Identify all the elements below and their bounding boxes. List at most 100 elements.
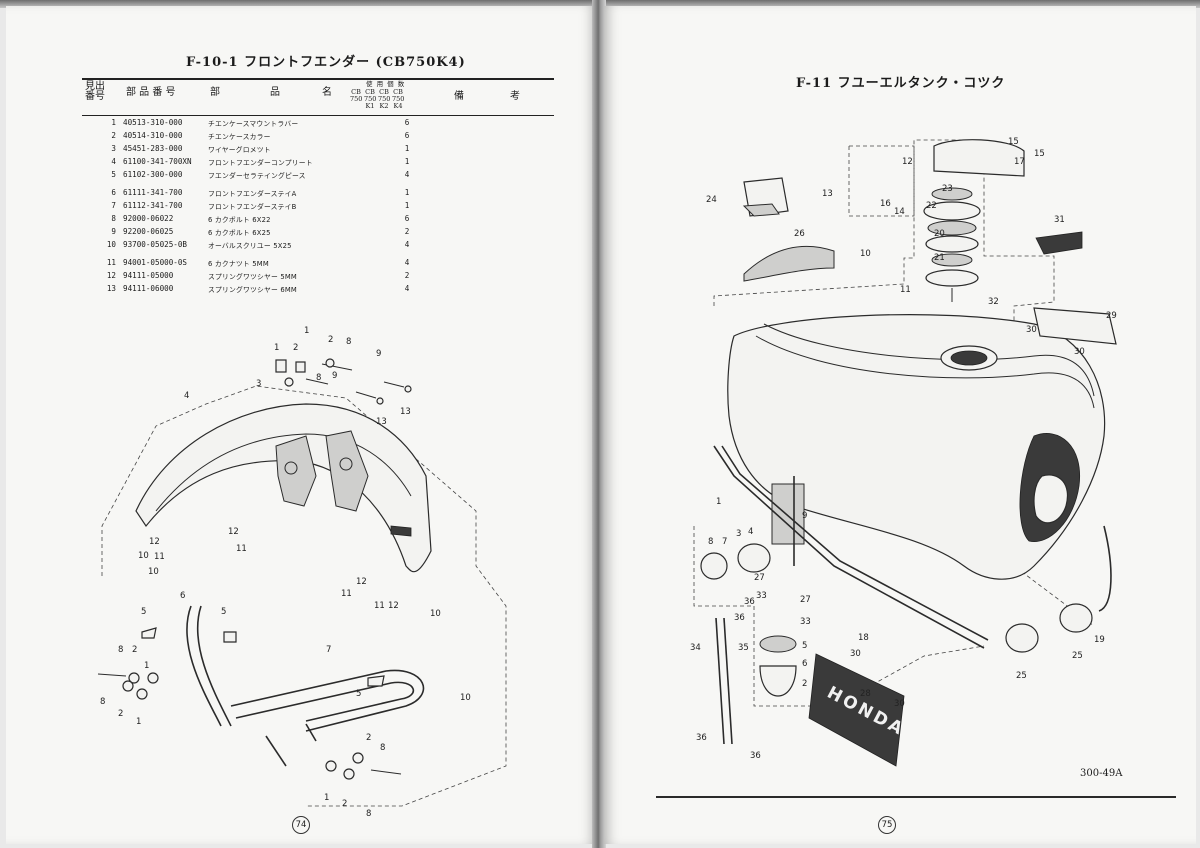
diagram-frame (848, 145, 915, 217)
callout-label: 30 (1026, 325, 1037, 335)
callout-label: 21 (934, 253, 945, 263)
ref-number: 11 (106, 258, 116, 267)
header-qty: 使 用 個 数 (366, 80, 406, 88)
callout-label: 1 (324, 793, 329, 803)
callout-label: 13 (822, 189, 833, 199)
callout-label: 3 (256, 379, 261, 389)
callout-label: 29 (1106, 311, 1117, 321)
callout-label: 26 (794, 229, 805, 239)
callout-label: 36 (750, 751, 761, 761)
callout-label: 34 (690, 643, 701, 653)
header-ref-no: 見出 番号 (85, 81, 105, 102)
stay-foot (265, 735, 287, 767)
callout-label: 10 (460, 693, 471, 703)
header-name-b: 品 (270, 87, 280, 98)
quantity: 6 (404, 131, 410, 140)
breather-hose (1098, 525, 1112, 612)
quantity: 4 (404, 258, 410, 267)
bolt-shank (305, 378, 329, 385)
callout-label: 25 (1016, 671, 1027, 681)
part-name: ワイヤーグロメツト (208, 146, 271, 154)
header-part-no: 部 品 番 号 (126, 87, 176, 98)
setting-piece (141, 627, 157, 639)
fender-reflector (390, 525, 412, 537)
header-model-k2: CB 750 K2 (378, 88, 391, 110)
callout-label: 12 (149, 537, 160, 547)
tank-rubber-strip (713, 445, 985, 649)
callout-label: 7 (722, 537, 727, 547)
callout-label: 19 (1094, 635, 1105, 645)
part-number: 94111-06000 (123, 284, 174, 293)
collar-part (343, 768, 355, 780)
quantity: 4 (404, 240, 410, 249)
callout-label: 4 (184, 391, 189, 401)
callout-label: 11 (374, 601, 385, 611)
grommet (284, 377, 294, 387)
callout-label: 17 (1014, 157, 1025, 167)
part-name: スプリングワツシヤー 6MM (208, 286, 297, 294)
header-remarks-b: 考 (510, 91, 520, 102)
callout-label: 36 (734, 613, 745, 623)
callout-label: 11 (236, 544, 247, 554)
gasket (700, 552, 728, 580)
ref-number: 4 (111, 157, 116, 166)
rubber-cap (1059, 603, 1093, 633)
callout-label: 4 (748, 527, 753, 537)
callout-label: 10 (138, 551, 149, 561)
rubber-part (275, 359, 287, 373)
part-number: 94001-05000-0S (123, 258, 188, 267)
callout-label: 8 (366, 809, 371, 819)
callout-label: 2 (802, 679, 807, 689)
callout-label: 25 (1072, 651, 1083, 661)
part-number: 92000-06022 (123, 214, 174, 223)
callout-label: 18 (858, 633, 869, 643)
callout-label: 12 (228, 527, 239, 537)
callout-label: 12 (356, 577, 367, 587)
quantity: 2 (404, 271, 410, 280)
table-header-rule (82, 115, 554, 116)
part-name: 6 カクボルト 6X22 (208, 216, 271, 224)
cap-part (923, 201, 981, 221)
quantity: 2 (404, 227, 410, 236)
document-code: 300-49A (1080, 768, 1123, 779)
collar-part (295, 361, 306, 373)
part-name: フロントフエンダーステイB (208, 203, 297, 211)
tank-badge (808, 653, 905, 767)
callout-label: 11 (341, 589, 352, 599)
bolt-shank (383, 381, 405, 388)
bolt-shank (355, 391, 377, 399)
right-page-title: F-11 フユーエルタンク・コツク (796, 76, 1006, 91)
callout-label: 2 (293, 343, 298, 353)
callout-label: 8 (346, 337, 351, 347)
callout-label: 23 (942, 184, 953, 194)
part-name: フロントフエンダーコンプリート (208, 159, 313, 167)
setting-piece (223, 631, 237, 643)
washer (136, 688, 148, 700)
brace-hole (284, 461, 298, 475)
diagram-frame (693, 526, 985, 707)
brace-hole (339, 457, 353, 471)
callout-label: 33 (756, 591, 767, 601)
callout-label: 27 (800, 595, 811, 605)
callout-label: 5 (802, 641, 807, 651)
rubber-part (325, 760, 337, 772)
stay-left-arm (186, 605, 222, 727)
callout-label: 1 (136, 717, 141, 727)
header-model-k1: CB 750 K1 (364, 88, 377, 110)
ref-number: 12 (106, 271, 116, 280)
cap-part (925, 235, 979, 253)
callout-label: 8 (118, 645, 123, 655)
part-number: 92200-06025 (123, 227, 174, 236)
callout-label: 1 (144, 661, 149, 671)
filler-opening (950, 350, 988, 366)
callout-label: 9 (376, 349, 381, 359)
rubber-cap (1005, 623, 1039, 653)
